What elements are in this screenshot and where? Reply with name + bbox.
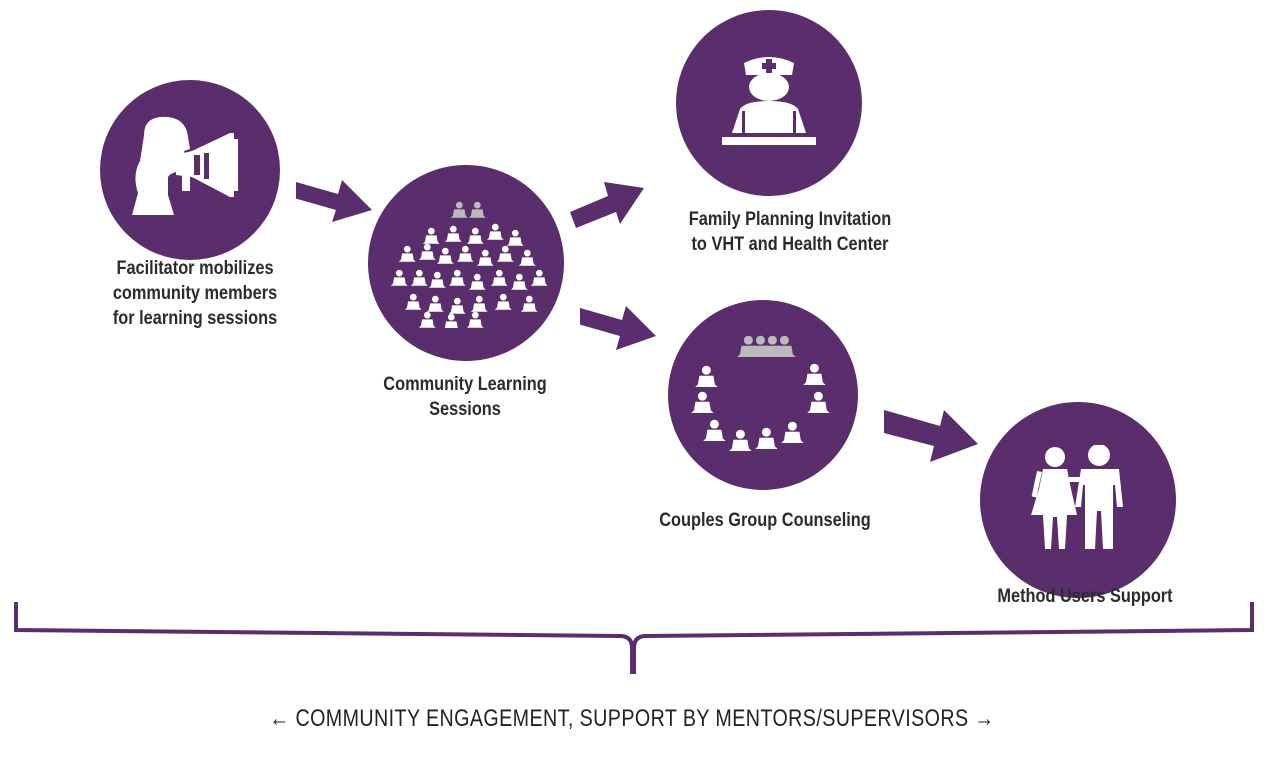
couples-counseling-node bbox=[668, 300, 858, 490]
method-users-label: Method Users Support bbox=[997, 586, 1173, 607]
arrow-community-to-family bbox=[570, 182, 644, 228]
group-crowd-icon bbox=[381, 198, 551, 328]
footer-caption: ← COMMUNITY ENGAGEMENT, SUPPORT BY MENTO… bbox=[269, 705, 995, 732]
couple-icon bbox=[1023, 445, 1133, 555]
couples-counseling-label: Couples Group Counseling bbox=[659, 510, 871, 531]
facilitator-label: Facilitator mobilizes community members … bbox=[112, 258, 278, 329]
group-circle-icon bbox=[688, 330, 838, 460]
method-users-node bbox=[980, 402, 1176, 598]
arrow-facilitator-to-community bbox=[296, 180, 372, 222]
bracket bbox=[14, 602, 1254, 674]
arrow-community-to-couples bbox=[580, 306, 656, 350]
family-planning-node bbox=[676, 10, 862, 196]
community-learning-node bbox=[368, 165, 564, 361]
facilitator-node bbox=[100, 80, 280, 260]
nurse-icon bbox=[714, 53, 824, 153]
community-learning-label: Community Learning Sessions bbox=[383, 374, 547, 420]
megaphone-person-icon bbox=[130, 115, 250, 225]
family-planning-label: Family Planning Invitation to VHT and He… bbox=[688, 209, 892, 255]
arrow-couples-to-method bbox=[884, 410, 978, 462]
